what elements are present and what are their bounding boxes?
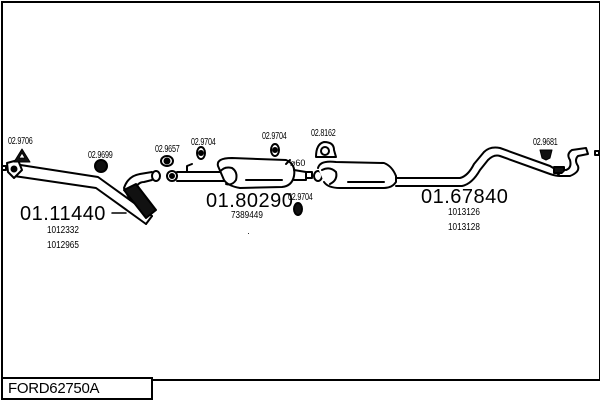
speck — [248, 233, 249, 234]
part-number-middle-silencer: 01.80290 — [206, 190, 294, 212]
accessory-label: 02.9704 — [191, 137, 216, 148]
catalyst-body — [123, 183, 157, 219]
rubber-mount-icon — [539, 149, 553, 161]
oe-ref: 1012965 — [47, 240, 79, 251]
diagram-code: FORD62750A — [8, 380, 100, 397]
front-pipe-drawing — [1, 159, 161, 225]
rear-pipe-drawing — [313, 146, 600, 189]
part-number-front-pipe: 01.11440 — [20, 203, 106, 225]
middle-pipe-drawing — [166, 157, 313, 189]
clamp-line — [285, 159, 291, 165]
accessory-icons — [13, 141, 553, 216]
accessory-label: 02.9681 — [533, 137, 558, 148]
oe-ref: 7389449 — [231, 210, 263, 221]
diagram-code-box: FORD62750A — [1, 377, 153, 400]
accessory-label: 02.9706 — [8, 136, 33, 147]
oe-ref: 1013128 — [448, 222, 480, 233]
accessory-label: 02.9657 — [155, 144, 180, 155]
part-number-rear-silencer: 01.67840 — [421, 186, 509, 208]
oe-ref: 1013126 — [448, 207, 480, 218]
rubber-mount-icon — [293, 202, 303, 216]
clamp-diameter-label: ⌀60 — [290, 158, 306, 168]
gasket-round-icon — [94, 159, 108, 173]
accessory-label: 02.9704 — [262, 131, 287, 142]
accessory-label: 02.9699 — [88, 150, 113, 161]
accessory-label: 02.9704 — [288, 192, 313, 203]
accessory-label: 02.8162 — [311, 128, 336, 139]
oe-ref: 1012332 — [47, 225, 79, 236]
